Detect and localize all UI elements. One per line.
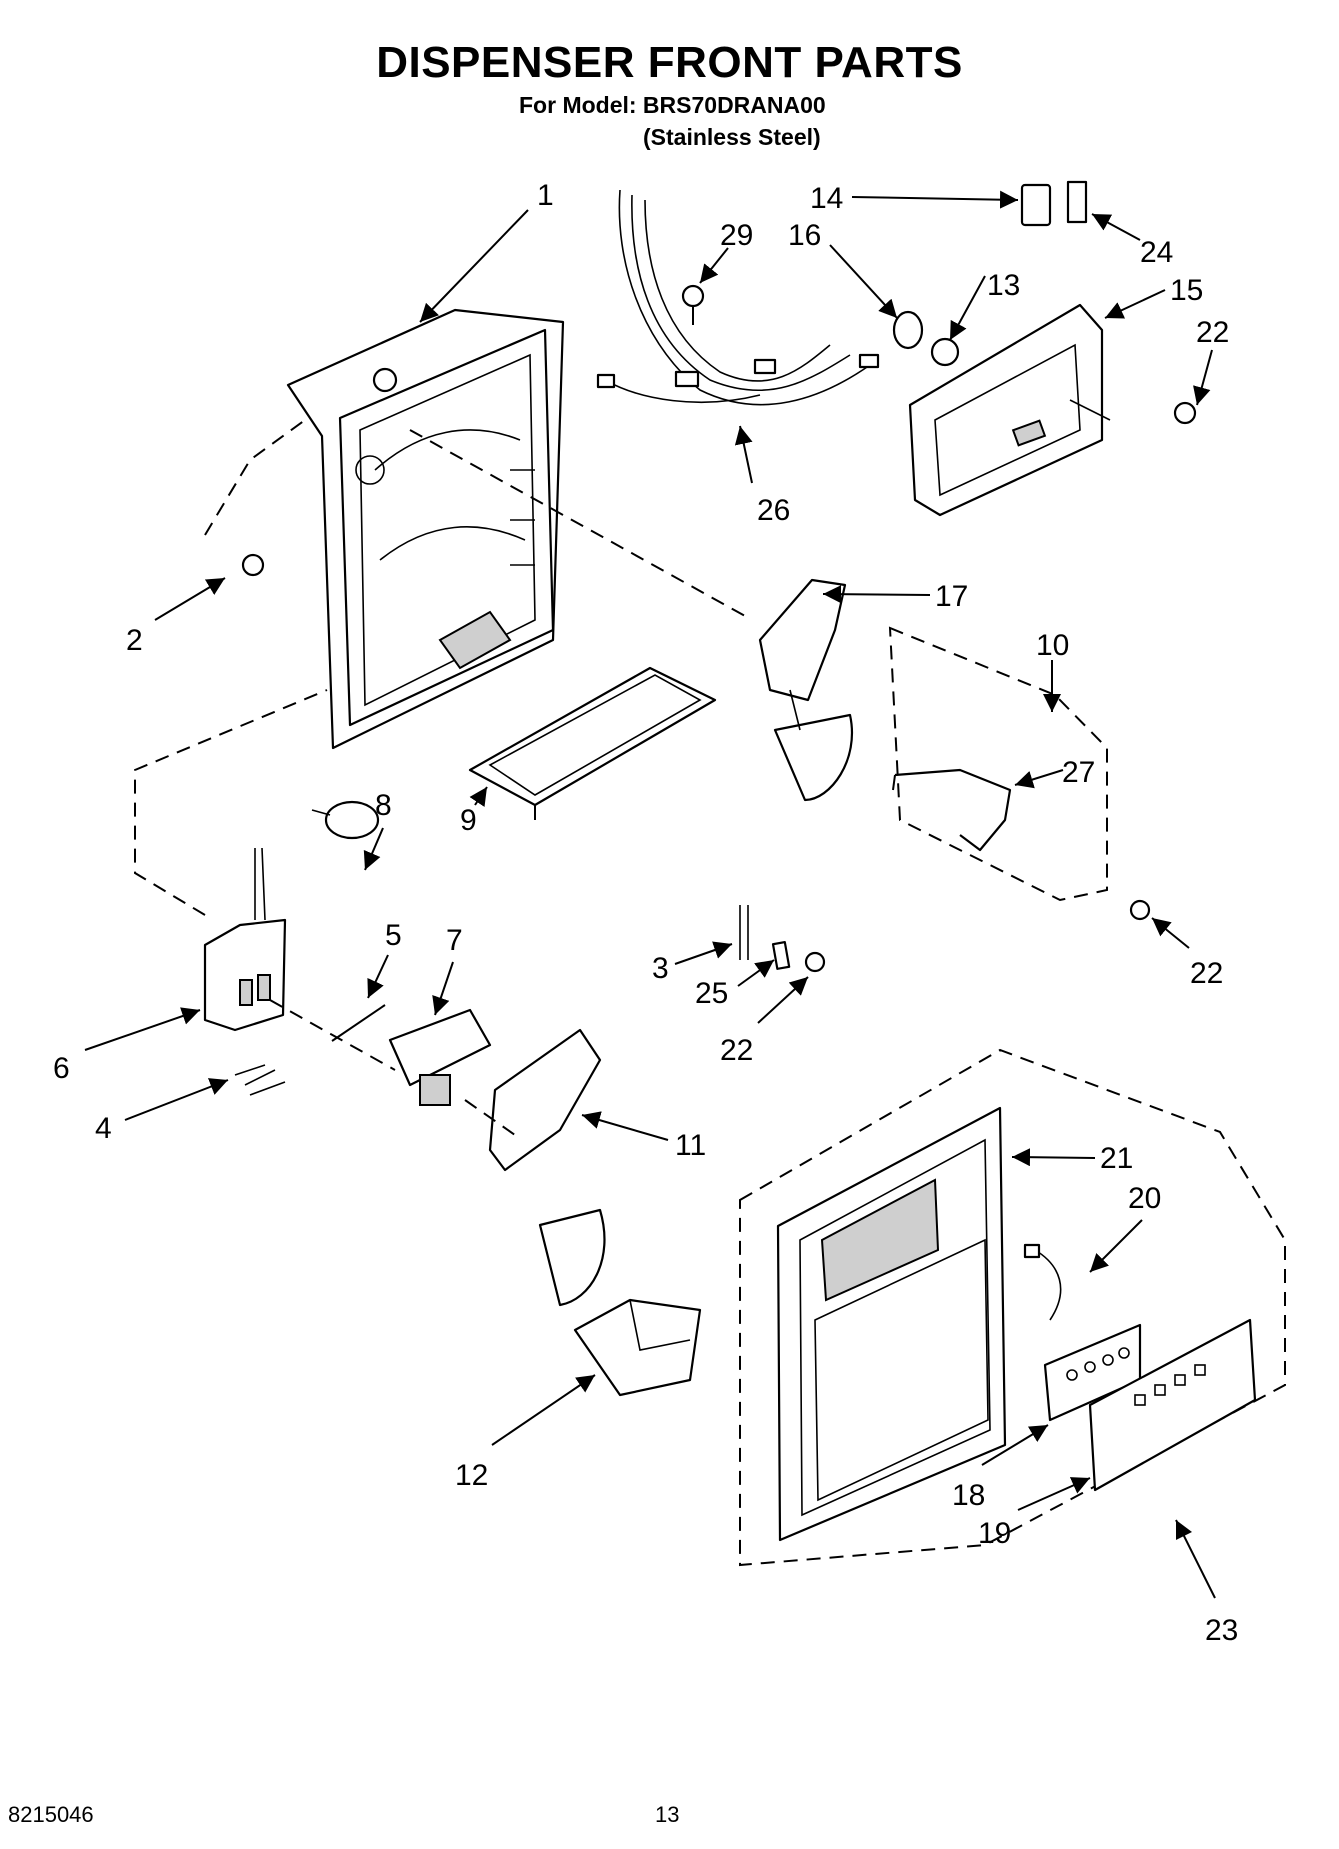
- wire-harness-part: [596, 189, 880, 406]
- clips-4-part: [234, 1064, 286, 1096]
- callout-2: 2: [126, 624, 143, 657]
- finish-line: (Stainless Steel): [643, 124, 821, 150]
- callout-13: 13: [987, 269, 1020, 302]
- model-line: For Model: BRS70DRANA00: [519, 92, 826, 118]
- callout-24: 24: [1140, 236, 1173, 269]
- callout-7: 7: [446, 924, 463, 957]
- callout-10: 10: [1036, 629, 1069, 662]
- light-13-part: [930, 337, 960, 367]
- callout-1: 1: [537, 179, 554, 212]
- screw-22-right-part: [1129, 899, 1151, 921]
- page-title: DISPENSER FRONT PARTS: [376, 38, 963, 87]
- insulator-25-part: [771, 941, 791, 970]
- callout-25: 25: [695, 977, 728, 1010]
- assembly-10-outline: [888, 626, 1108, 902]
- callout-27: 27: [1062, 756, 1095, 789]
- heater-27-part: [892, 768, 1012, 852]
- hinge-7-part: [388, 1008, 492, 1106]
- callout-14: 14: [810, 182, 843, 215]
- screw-29-part: [681, 284, 705, 325]
- callout-23: 23: [1205, 1614, 1238, 1647]
- callout-18: 18: [952, 1479, 985, 1512]
- callout-5: 5: [385, 919, 402, 952]
- callout-4: 4: [95, 1112, 112, 1145]
- dispenser-housing-part: [286, 308, 565, 750]
- screw-22-lower-part: [804, 951, 826, 973]
- callout-16: 16: [788, 219, 821, 252]
- callout-17: 17: [935, 580, 968, 613]
- door-panel-21-part: [776, 1106, 1007, 1542]
- ice-lever-17-part: [758, 578, 853, 802]
- module-6-part: [203, 847, 287, 1032]
- wire-20-part: [1023, 1243, 1062, 1321]
- spring-3-part: [739, 905, 749, 960]
- callout-21: 21: [1100, 1142, 1133, 1175]
- callout-12: 12: [455, 1459, 488, 1492]
- switch-14-part: [1020, 183, 1052, 227]
- callout-26: 26: [757, 494, 790, 527]
- shaft-5-part: [331, 1004, 386, 1042]
- callout-3: 3: [652, 952, 669, 985]
- screw-22-top-part: [1173, 401, 1197, 425]
- drip-tray-9-part: [468, 666, 717, 820]
- callout-29: 29: [720, 219, 753, 252]
- page-number: 13: [655, 1802, 680, 1827]
- callout-8: 8: [375, 789, 392, 822]
- overlay-19-part: [1088, 1318, 1257, 1492]
- callout-9: 9: [460, 804, 477, 837]
- callout-6: 6: [53, 1052, 70, 1085]
- callout-19: 19: [978, 1517, 1011, 1550]
- document-number: 8215046: [8, 1802, 94, 1827]
- cup-12-part: [573, 1298, 702, 1397]
- water-lever-11-part: [488, 1028, 606, 1307]
- callout-22-lower: 22: [720, 1034, 753, 1067]
- leader-lines: [84, 190, 1216, 1599]
- screw-2-part: [241, 553, 265, 577]
- motor-8-part: [311, 800, 380, 840]
- lever-bracket-part: [908, 303, 1111, 517]
- callout-22-top: 22: [1196, 316, 1229, 349]
- callout-11: 11: [675, 1129, 706, 1162]
- actuator-16-part: [892, 310, 924, 350]
- callout-15: 15: [1170, 274, 1203, 307]
- callout-22-right: 22: [1190, 957, 1223, 990]
- callout-20: 20: [1128, 1182, 1161, 1215]
- insulator-24-part: [1066, 180, 1088, 224]
